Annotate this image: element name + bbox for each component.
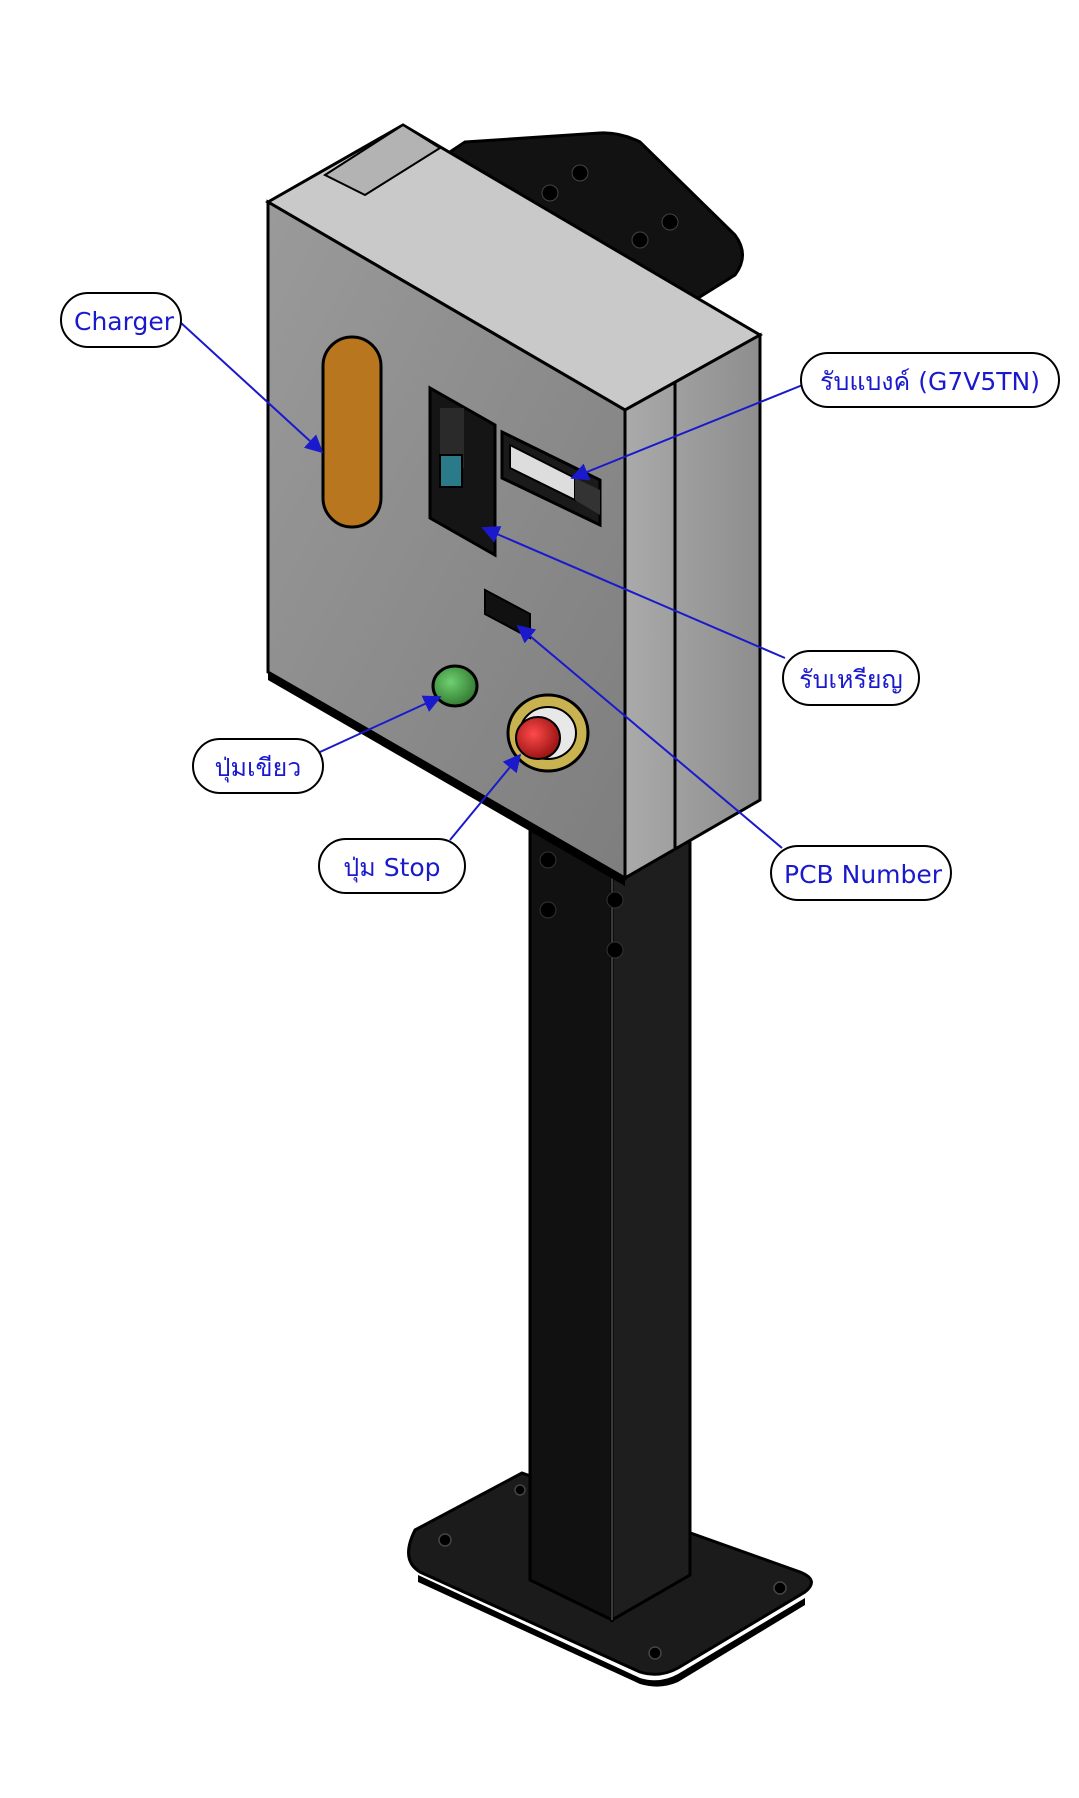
support-pole [528, 827, 692, 1623]
leader-pcb-number [516, 624, 783, 849]
base-bolt-hole [438, 1533, 452, 1547]
base-bolt-hole [773, 1581, 787, 1595]
coin-acceptor [428, 385, 497, 558]
charger-window [321, 335, 383, 529]
bill-acceptor [500, 429, 602, 528]
mount-hole [541, 184, 559, 202]
leader-bill-acceptor [570, 381, 811, 481]
mount-hole [631, 231, 649, 249]
pole-bolt [606, 941, 624, 959]
leader-lines [179, 321, 811, 849]
callout-green-button: ปุ่มเขียว [192, 738, 324, 794]
base-bolt-hole [648, 1646, 662, 1660]
callout-stop-button: ปุ่ม Stop [318, 838, 466, 894]
callout-coin-acceptor: รับเหรียญ [782, 650, 920, 706]
callout-pcb-number: PCB Number [770, 845, 952, 901]
leader-coin-acceptor [481, 526, 786, 659]
mount-hole [571, 164, 589, 182]
green-button [431, 664, 479, 708]
mount-hole [661, 213, 679, 231]
pole-bolt [606, 891, 624, 909]
leader-stop-button [449, 753, 522, 841]
callout-charger: Charger [60, 292, 182, 348]
leader-charger [179, 321, 324, 454]
stop-button [506, 693, 590, 773]
callout-bill-acceptor: รับแบงค์ (G7V5TN) [800, 352, 1060, 408]
pole-bolt [539, 901, 557, 919]
pole-bolt [539, 851, 557, 869]
leader-green-button [319, 695, 442, 753]
base-bolt-hole [514, 1484, 526, 1496]
